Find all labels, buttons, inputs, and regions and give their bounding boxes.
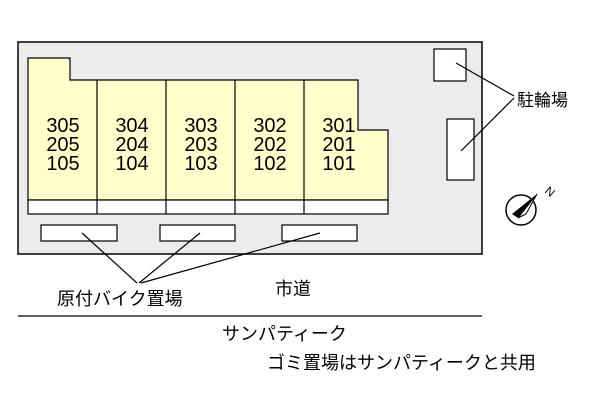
corridor: [27, 199, 389, 215]
north-label: N: [542, 184, 558, 200]
unit-number: 105: [46, 153, 80, 175]
bicycle-parking-area-side: [446, 118, 475, 181]
motorbike-parking-label: 原付バイク置場: [57, 289, 183, 310]
unit-column-301: 301 201 101: [305, 115, 373, 175]
unit-number: 304: [115, 115, 149, 137]
motorbike-leader-line: [138, 232, 201, 284]
bicycle-leader-line: [455, 62, 515, 97]
motorbike-parking-area: [159, 224, 236, 242]
unit-number: 303: [184, 115, 218, 137]
motorbike-parking-area: [40, 224, 118, 242]
unit-number: 202: [253, 134, 287, 156]
unit-number: 205: [46, 134, 80, 156]
unit-number: 104: [115, 153, 149, 175]
motorbike-leader-line: [140, 232, 321, 284]
garbage-note: ゴミ置場はサンパティークと共用: [267, 353, 536, 374]
unit-column-304: 304 204 104: [98, 115, 166, 175]
bicycle-parking-label: 駐輪場: [517, 91, 568, 111]
bicycle-leader-line: [460, 97, 515, 152]
city-road-label: 市道: [275, 279, 311, 300]
unit-number: 201: [322, 134, 356, 156]
unit-number: 101: [322, 153, 356, 175]
motorbike-leader-line: [81, 232, 138, 284]
unit-number: 102: [253, 153, 287, 175]
unit-number: 103: [184, 153, 218, 175]
unit-column-302: 302 202 102: [236, 115, 304, 175]
neighbor-building-label: サンパティーク: [222, 324, 347, 345]
unit-column-305: 305 205 105: [29, 115, 97, 175]
unit-number: 204: [115, 134, 149, 156]
unit-number: 305: [46, 115, 80, 137]
bicycle-parking-area-top: [433, 48, 467, 82]
unit-column-303: 303 203 103: [167, 115, 235, 175]
unit-number: 301: [322, 115, 356, 137]
north-arrow-icon: N: [505, 184, 558, 226]
unit-number: 302: [253, 115, 287, 137]
unit-number: 203: [184, 134, 218, 156]
